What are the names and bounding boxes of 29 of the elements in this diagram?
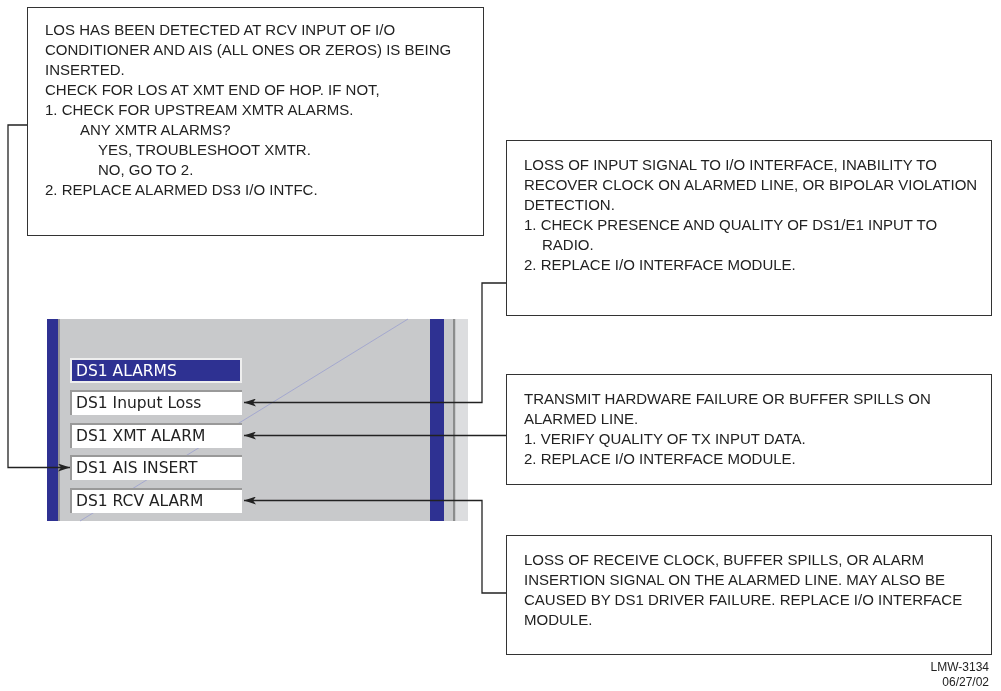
callout-box — [506, 140, 992, 316]
callout-text: 1. CHECK PRESENCE AND QUALITY OF DS1/E1 INPUT TO RADIO. — [524, 215, 939, 255]
callout-text: 2. REPLACE I/O INTERFACE MODULE. — [524, 449, 797, 469]
date-text: 06/27/02 — [942, 675, 989, 689]
callout-text: TRANSMIT HARDWARE FAILURE OR BUFFER SPILLS ON ALARMED LINE. — [524, 389, 932, 429]
alarm-field: DS1 AIS INSERT — [70, 455, 242, 480]
callout-text: NO, GO TO 2. — [97, 160, 195, 180]
alarm-field: DS1 XMT ALARM — [70, 423, 242, 448]
callout-text: LOSS OF INPUT SIGNAL TO I/O INTERFACE, INABILITY TO RECOVER CLOCK ON ALARMED LINE, OR BIPOLAR VIOLATION DETECTION. — [524, 155, 979, 215]
callout-text: LOS HAS BEEN DETECTED AT RCV INPUT OF I/O CONDITIONER AND AIS (ALL ONES OR ZEROS) IS BEING INSERTED. — [45, 20, 453, 80]
menu-header: DS1 ALARMS — [70, 358, 242, 383]
alarm-field: DS1 Inuput Loss — [70, 390, 242, 415]
callout-text: YES, TROUBLESHOOT XMTR. — [97, 140, 312, 160]
leader-arrow — [243, 431, 507, 440]
callout-box — [27, 7, 484, 236]
leader-arrow — [243, 282, 507, 407]
callout-text: 1. VERIFY QUALITY OF TX INPUT DATA. — [524, 429, 807, 449]
callout-text: CHECK FOR LOS AT XMT END OF HOP. IF NOT, — [45, 80, 381, 100]
alarm-field: DS1 RCV ALARM — [70, 488, 242, 513]
callout-box — [506, 374, 992, 485]
drawing-number: LMW-3134 — [930, 660, 989, 674]
callout-text: 2. REPLACE I/O INTERFACE MODULE. — [524, 255, 797, 275]
callout-text: 1. CHECK FOR UPSTREAM XMTR ALARMS. — [45, 100, 355, 120]
leader-arrow — [243, 496, 507, 594]
callout-text: 2. REPLACE ALARMED DS3 I/O INTFC. — [45, 180, 319, 200]
callout-text: ANY XMTR ALARMS? — [79, 120, 232, 140]
callout-text: LOSS OF RECEIVE CLOCK, BUFFER SPILLS, OR ALARM INSERTION SIGNAL ON THE ALARMED LINE. MAY ALSO BE CAUSED BY DS1 DRIVER FAILURE. REPLACE I/O INTERFACE MODULE. — [524, 550, 964, 630]
leader-arrow — [7, 124, 71, 472]
callout-box — [506, 535, 992, 655]
